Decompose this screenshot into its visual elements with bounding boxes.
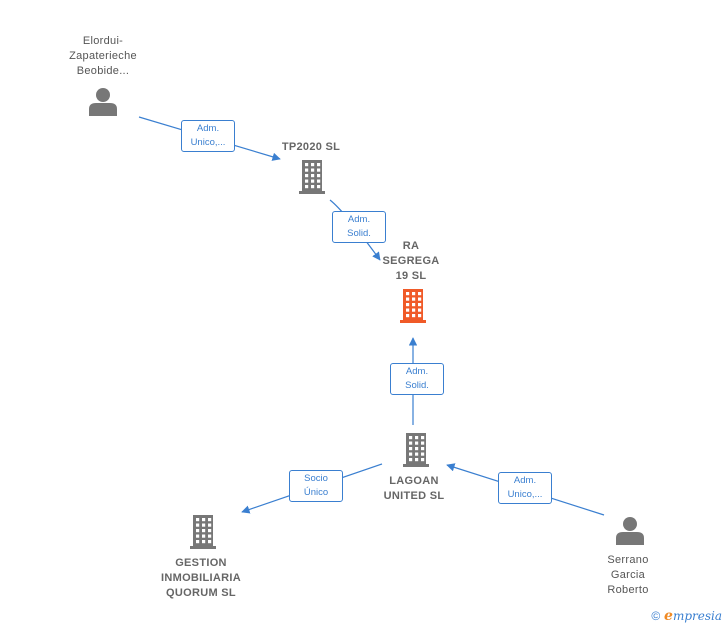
copyright-symbol: © (651, 609, 661, 623)
node-label-tp2020[interactable]: TP2020 SL (281, 141, 341, 153)
company-icon (403, 433, 429, 467)
node-label-lagoan[interactable]: LAGOAN UNITED SL (383, 475, 445, 502)
focus-company-icon (400, 289, 426, 323)
edge-label-tp2020-ra_segrega[interactable]: Adm. Solid. (332, 211, 386, 243)
edge-label-lagoan-ra_segrega[interactable]: Adm. Solid. (390, 363, 444, 395)
company-icon (190, 515, 216, 549)
node-label-gestion[interactable]: GESTION INMOBILIARIA QUORUM SL (161, 557, 241, 599)
company-icon (299, 160, 325, 194)
empresia-watermark: © empresia (651, 608, 722, 624)
node-label-elordui[interactable]: Elordui- Zapaterieche Beobide... (69, 35, 137, 77)
node-label-ra_segrega[interactable]: RA SEGREGA 19 SL (382, 240, 440, 282)
person-icon (89, 88, 117, 116)
edge-label-elordui-tp2020[interactable]: Adm. Unico,... (181, 120, 235, 152)
edge-label-lagoan-gestion[interactable]: Socio Único (289, 470, 343, 502)
node-label-serrano[interactable]: Serrano Garcia Roberto (607, 554, 649, 596)
brand-name: mpresia (672, 609, 722, 623)
person-icon (616, 517, 644, 545)
brand-initial: e (664, 608, 673, 624)
edge-label-serrano-lagoan[interactable]: Adm. Unico,... (498, 472, 552, 504)
